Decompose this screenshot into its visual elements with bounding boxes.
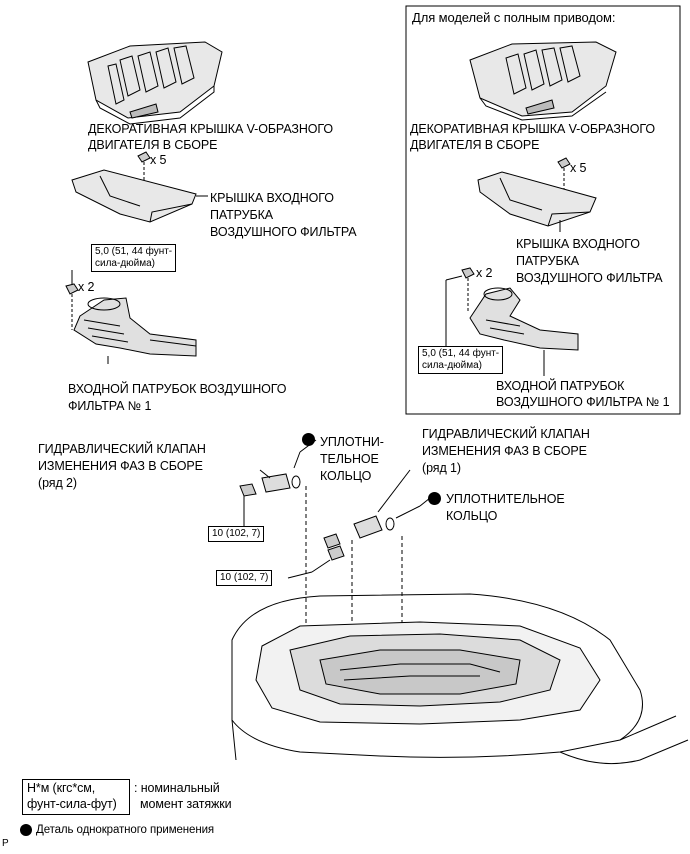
valve-row1-label-line3: (ряд 1)	[422, 461, 461, 475]
seal-a-label-line2: ТЕЛЬНОЕ	[320, 452, 379, 466]
awd-duct-bolt-qty: x 2	[476, 266, 493, 280]
awd-inlet-cover-drawing	[477, 171, 597, 232]
engine-bay-drawing	[231, 593, 689, 765]
valve-row2-label-line2: ИЗМЕНЕНИЯ ФАЗ В СБОРЕ	[38, 459, 203, 473]
legend-torque-box	[22, 779, 130, 815]
legend-single-use-text: Деталь однократного применения	[36, 824, 215, 836]
single-use-marker-icon	[302, 433, 315, 446]
engine-cover-drawing	[87, 41, 223, 125]
inlet-cover-label-line3: ВОЗДУШНОГО ФИЛЬТРА	[210, 225, 357, 239]
awd-title: Для моделей с полным приводом:	[412, 10, 616, 25]
seal-b-label-line1: УПЛОТНИТЕЛЬНОЕ	[446, 492, 565, 506]
legend-desc-line2: момент затяжки	[140, 797, 232, 811]
awd-air-duct-drawing	[469, 287, 579, 376]
awd-torque-line1: 5,0 (51, 44 фунт-	[422, 348, 500, 359]
awd-air-duct-label-line2: ВОЗДУШНОГО ФИЛЬТРА № 1	[496, 395, 670, 409]
torque-line2: сила-дюйма)	[95, 258, 155, 269]
inlet-cover-label-line2: ПАТРУБКА	[210, 208, 274, 222]
corner-mark: P	[2, 838, 9, 849]
cover-bolt-qty: x 5	[150, 153, 167, 167]
awd-air-duct-label-line1: ВХОДНОЙ ПАТРУБОК	[496, 379, 625, 393]
valve-row1-label-line1: ГИДРАВЛИЧЕСКИЙ КЛАПАН	[422, 427, 590, 441]
inlet-cover-label-line1: КРЫШКА ВХОДНОГО	[210, 191, 334, 205]
legend-unit-line2: фунт-сила-фут)	[27, 797, 117, 811]
valve-row2-torque-box: 10 (102, 7)	[208, 526, 265, 542]
valve-row1-label-line2: ИЗМЕНЕНИЯ ФАЗ В СБОРЕ	[422, 444, 587, 458]
seal-a-label-line1: УПЛОТНИ-	[320, 435, 384, 449]
engine-cover-label-line1: ДЕКОРАТИВНАЯ КРЫШКА V-ОБРАЗНОГО	[88, 122, 334, 136]
air-duct-label-line1: ВХОДНОЙ ПАТРУБОК ВОЗДУШНОГО	[68, 382, 287, 396]
engine-cover-label-line2: ДВИГАТЕЛЯ В СБОРЕ	[88, 138, 218, 152]
awd-frame	[405, 5, 681, 415]
duct-bolt-drawing	[65, 283, 79, 330]
seal-b-label-line2: КОЛЬЦО	[446, 509, 498, 523]
valve-row1-torque-box: 10 (102, 7)	[216, 570, 273, 586]
air-duct-label-line2: ФИЛЬТРА № 1	[68, 399, 152, 413]
duct-bolt-qty: x 2	[78, 280, 95, 294]
single-use-legend-icon	[20, 824, 32, 836]
awd-cover-bolt-qty: x 5	[570, 161, 587, 175]
awd-inlet-cover-label-line3: ВОЗДУШНОГО ФИЛЬТРА	[516, 271, 663, 285]
single-use-marker-icon	[428, 492, 441, 505]
valve-row2-label-line1: ГИДРАВЛИЧЕСКИЙ КЛАПАН	[38, 442, 206, 456]
duct-bolt-torque-box: 5,0 (51, 44 фунт- сила-дюйма)	[91, 244, 177, 272]
valve-row2-label-line3: (ряд 2)	[38, 476, 77, 490]
torque-line1: 5,0 (51, 44 фунт-	[95, 246, 173, 257]
awd-engine-cover-drawing	[469, 41, 617, 121]
legend-unit-line1: Н*м (кгс*см,	[27, 781, 96, 795]
awd-inlet-cover-label-line2: ПАТРУБКА	[516, 254, 580, 268]
awd-cover-label-line2: ДВИГАТЕЛЯ В СБОРЕ	[410, 138, 540, 152]
awd-cover-label-line1: ДЕКОРАТИВНАЯ КРЫШКА V-ОБРАЗНОГО	[410, 122, 656, 136]
seal-a-label-line3: КОЛЬЦО	[320, 469, 372, 483]
awd-inlet-cover-label-line1: КРЫШКА ВХОДНОГО	[516, 237, 640, 251]
inlet-cover-drawing	[71, 169, 208, 223]
valve-row1-drawing	[311, 469, 421, 640]
valve-row2-drawing	[239, 451, 307, 640]
air-duct-drawing	[73, 297, 197, 364]
legend-desc-line1: : номинальный	[134, 781, 220, 795]
awd-duct-bolt-torque-box: 5,0 (51, 44 фунт- сила-дюйма)	[418, 346, 504, 374]
awd-torque-line2: сила-дюйма)	[422, 360, 482, 371]
